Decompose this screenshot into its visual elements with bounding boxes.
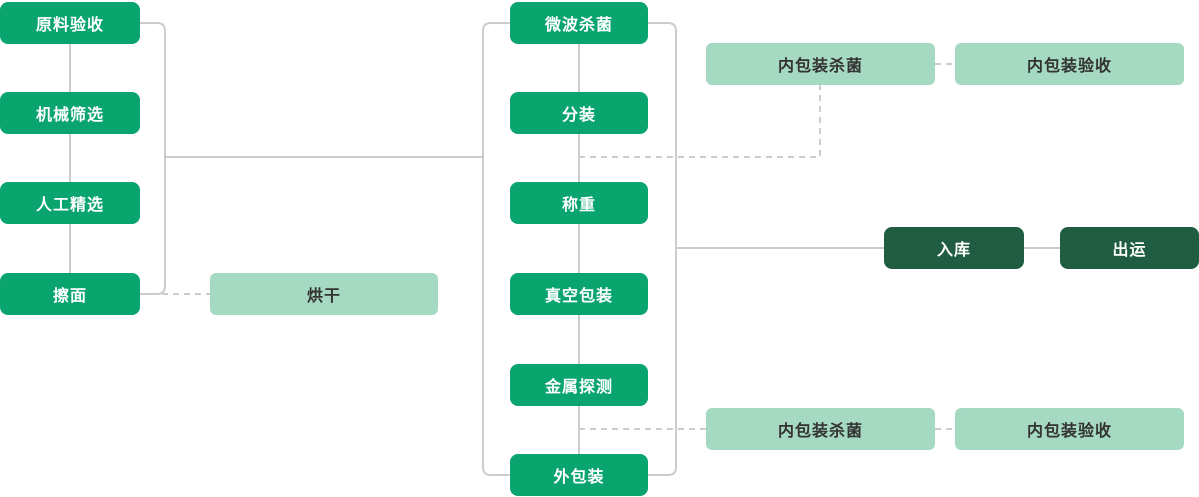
node-manual-selection: 人工精选 xyxy=(0,182,140,224)
connector-top-inner-pack-loop-dashed xyxy=(579,85,821,158)
node-shipping: 出运 xyxy=(1060,227,1199,269)
node-metal-detection: 金属探测 xyxy=(510,364,648,406)
node-raw-material-acceptance: 原料验收 xyxy=(0,2,140,44)
node-dispensing: 分装 xyxy=(510,92,648,134)
node-microwave-sterilization: 微波杀菌 xyxy=(510,2,648,44)
node-inner-pack-sterilization-top: 内包装杀菌 xyxy=(706,43,935,85)
node-inner-pack-sterilization-bottom: 内包装杀菌 xyxy=(706,408,935,450)
connector-left-bracket xyxy=(140,22,166,295)
node-mechanical-screening: 机械筛选 xyxy=(0,92,140,134)
node-weighing: 称重 xyxy=(510,182,648,224)
node-drying: 烘干 xyxy=(210,273,438,315)
connector-middle-right-bracket xyxy=(648,22,677,476)
node-outer-packaging: 外包装 xyxy=(510,454,648,496)
connector-middle-left-bracket xyxy=(482,22,510,476)
node-inner-pack-acceptance-bottom: 内包装验收 xyxy=(955,408,1184,450)
node-surface-wiping: 擦面 xyxy=(0,273,140,315)
node-inner-pack-acceptance-top: 内包装验收 xyxy=(955,43,1184,85)
node-warehousing: 入库 xyxy=(884,227,1024,269)
node-vacuum-packaging: 真空包装 xyxy=(510,273,648,315)
